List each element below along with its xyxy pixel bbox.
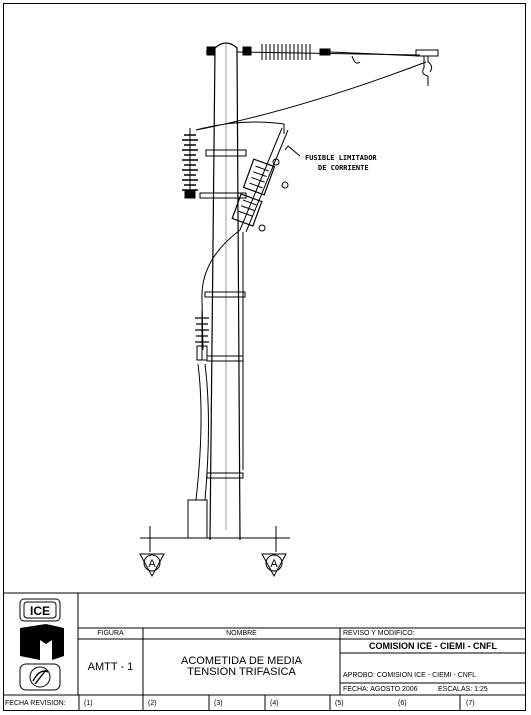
revision-slot: (7): [466, 699, 475, 707]
nombre-value: ACOMETIDA DE MEDIA TENSION TRIFASICA: [143, 650, 340, 684]
nombre-line2: TENSION TRIFASICA: [187, 666, 296, 678]
conduit-pipe: [187, 363, 209, 539]
revision-slot: (4): [270, 699, 279, 707]
revision-slot: (1): [84, 699, 93, 707]
section-marker-right-label: A: [270, 558, 278, 570]
revision-slot: (6): [398, 699, 407, 707]
nombre-header: NOMBRE: [226, 630, 257, 637]
escalas-text: ESCALAS: 1:25: [438, 685, 488, 693]
fuse-annotation-line1: FUSIBLE LIMITADOR: [305, 154, 377, 162]
revision-slot: (5): [335, 699, 344, 707]
riser-cable: [201, 229, 241, 351]
reviso-value: COMISION ICE - CIEMI - CNFL: [369, 641, 497, 651]
fecha-text: FECHA: AGOSTO 2006: [343, 685, 418, 693]
revision-slot: (2): [148, 699, 157, 707]
fecha-revision-label: FECHA REVISION:: [5, 699, 66, 707]
surge-arrester: [182, 128, 198, 199]
nombre-line1: ACOMETIDA DE MEDIA: [180, 655, 303, 667]
current-limiting-fuse: [231, 127, 289, 233]
section-marker-right: [261, 553, 287, 578]
drop-conductor: [195, 61, 427, 131]
top-insulator-string: [206, 44, 439, 86]
ice-logo-text: ICE: [30, 604, 50, 618]
revision-slot: (3): [214, 699, 223, 707]
section-marker-left: [139, 553, 165, 578]
fuse-leader-line: [284, 145, 301, 157]
cable-terminator: [195, 310, 209, 361]
title-block-grid: [3, 592, 526, 711]
figura-header: FIGURA: [97, 630, 124, 637]
cnfl-logo: [19, 663, 61, 691]
ice-logo: [19, 598, 61, 622]
ciemi-logo: [20, 624, 64, 660]
aprobo-text: APROBO: COMISION ICE - CIEMI - CNFL: [343, 672, 477, 679]
fuse-annotation-line2: DE CORRIENTE: [318, 164, 369, 172]
reviso-header: REVISO Y MODIFICO:: [343, 630, 415, 637]
section-marker-left-label: A: [148, 558, 156, 570]
figura-value: AMTT - 1: [87, 661, 134, 673]
